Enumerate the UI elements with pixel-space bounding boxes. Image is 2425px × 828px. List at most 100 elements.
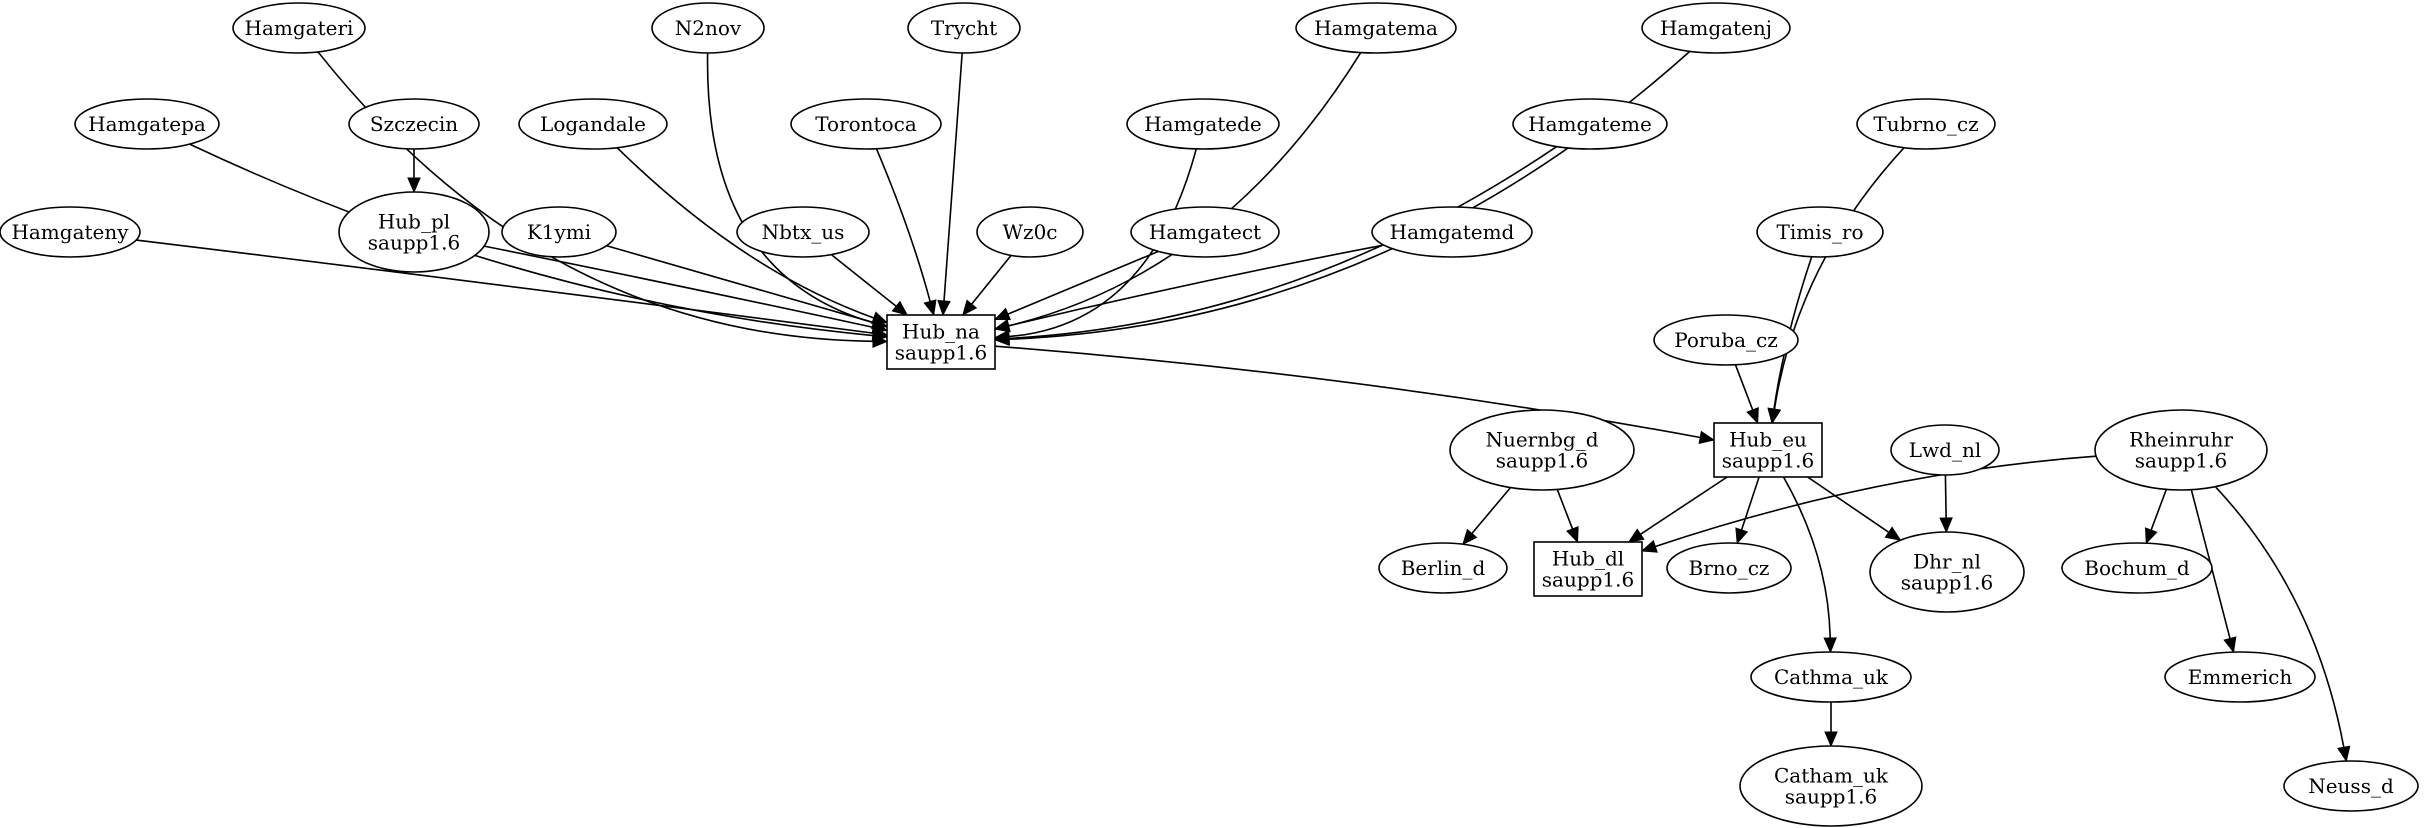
edge-line bbox=[1734, 364, 1754, 411]
edge-line bbox=[1471, 487, 1512, 535]
node-label: Tubrno_cz bbox=[1873, 112, 1978, 136]
ellipse-node-shape bbox=[1641, 2, 1791, 54]
ellipse-node-shape bbox=[2164, 651, 2316, 703]
ellipse-node-shape bbox=[1512, 98, 1668, 150]
node-hamgatemd[interactable]: Hamgatemd bbox=[1371, 206, 1533, 258]
node-label: Timis_ro bbox=[1777, 220, 1864, 244]
node-label: Hamgatema bbox=[1314, 16, 1438, 40]
node-label: Logandale bbox=[540, 112, 646, 136]
edge-torontoca-to-hub_na bbox=[875, 148, 937, 317]
ellipse-node-shape bbox=[976, 206, 1084, 258]
node-timis_ro[interactable]: Timis_ro bbox=[1756, 206, 1884, 258]
node-label: Szczecin bbox=[370, 112, 458, 136]
node-label: Hamgateme bbox=[1528, 112, 1652, 136]
node-hamgateri[interactable]: Hamgateri bbox=[232, 2, 366, 54]
edge-line bbox=[136, 239, 874, 334]
node-label: Bochum_d bbox=[2084, 556, 2190, 580]
ellipse-node-shape bbox=[518, 98, 668, 150]
ellipse-node-shape bbox=[0, 206, 141, 258]
arrowhead-icon bbox=[891, 300, 909, 316]
edge-line bbox=[875, 148, 931, 302]
arrowhead-icon bbox=[407, 177, 421, 194]
node-neuss_d[interactable]: Neuss_d bbox=[2283, 760, 2419, 812]
node-hamgateme[interactable]: Hamgateme bbox=[1512, 98, 1668, 150]
node-label: Brno_cz bbox=[1689, 556, 1770, 580]
node-logandale[interactable]: Logandale bbox=[518, 98, 668, 150]
node-hamgatede[interactable]: Hamgatede bbox=[1126, 98, 1280, 150]
edge-nuernbg_d-to-berlin_d bbox=[1462, 487, 1512, 546]
arrowhead-icon bbox=[1884, 526, 1902, 541]
edge-line bbox=[1008, 244, 1384, 327]
node-poruba_cz[interactable]: Poruba_cz bbox=[1653, 314, 1799, 366]
ellipse-node-shape bbox=[1856, 98, 1996, 150]
arrowhead-icon bbox=[962, 299, 978, 316]
ellipse-node-shape bbox=[1890, 424, 2000, 476]
edge-line bbox=[1807, 476, 1890, 533]
node-label: saupp1.6 bbox=[368, 231, 460, 255]
ellipse-node-shape bbox=[2061, 542, 2213, 594]
node-bochum_d[interactable]: Bochum_d bbox=[2061, 542, 2213, 594]
edge-n2nov-to-hub_na bbox=[706, 52, 889, 330]
node-nbtx_us[interactable]: Nbtx_us bbox=[736, 206, 870, 258]
node-label: Hamgateri bbox=[245, 16, 354, 40]
arrowhead-icon bbox=[1746, 407, 1759, 425]
node-berlin_d[interactable]: Berlin_d bbox=[1378, 542, 1508, 594]
arrowhead-icon bbox=[2337, 745, 2351, 763]
edge-line bbox=[2150, 489, 2168, 531]
node-hamgatema[interactable]: Hamgatema bbox=[1295, 2, 1457, 54]
edge-line bbox=[2214, 486, 2345, 748]
arrowhead-icon bbox=[1823, 637, 1837, 654]
node-label: Rheinruhr bbox=[2129, 428, 2233, 452]
node-hamgateny[interactable]: Hamgateny bbox=[0, 206, 141, 258]
node-hamgatenj[interactable]: Hamgatenj bbox=[1641, 2, 1791, 54]
node-cathma_uk[interactable]: Cathma_uk bbox=[1750, 651, 1912, 703]
node-tubrno_cz[interactable]: Tubrno_cz bbox=[1856, 98, 1996, 150]
node-label: saupp1.6 bbox=[1722, 449, 1814, 473]
edge-hub_eu-to-hub_dl bbox=[1627, 476, 1728, 543]
edge-cathma_uk-to-catham_uk bbox=[1824, 702, 1838, 748]
node-label: N2nov bbox=[675, 16, 742, 40]
node-szczecin[interactable]: Szczecin bbox=[348, 98, 480, 150]
box-node-shape bbox=[886, 314, 996, 370]
edge-line bbox=[1944, 474, 1947, 519]
node-n2nov[interactable]: N2nov bbox=[651, 2, 765, 54]
node-lwd_nl[interactable]: Lwd_nl bbox=[1890, 424, 2000, 476]
node-label: saupp1.6 bbox=[1901, 571, 1993, 595]
edge-line bbox=[1008, 52, 1362, 327]
arrowhead-icon bbox=[1939, 517, 1953, 534]
node-emmerich[interactable]: Emmerich bbox=[2164, 651, 2316, 703]
node-torontoca[interactable]: Torontoca bbox=[790, 98, 942, 150]
node-hamgatepa[interactable]: Hamgatepa bbox=[74, 98, 220, 150]
node-label: Trycht bbox=[931, 16, 997, 40]
edge-nuernbg_d-to-hub_dl bbox=[1556, 489, 1579, 544]
node-label: Hamgatemd bbox=[1390, 220, 1515, 244]
ellipse-node-shape bbox=[2094, 409, 2268, 491]
edge-line bbox=[971, 254, 1012, 305]
node-k1ymi[interactable]: K1ymi bbox=[501, 206, 617, 258]
node-label: Hamgatepa bbox=[88, 112, 206, 136]
edge-hamgatenj-to-hub_na bbox=[993, 50, 1691, 346]
ellipse-node-shape bbox=[790, 98, 942, 150]
node-hamgatect[interactable]: Hamgatect bbox=[1130, 206, 1280, 258]
node-brno_cz[interactable]: Brno_cz bbox=[1666, 542, 1792, 594]
edge-hamgatemd-to-hub_na bbox=[993, 244, 1384, 333]
edge-line bbox=[1008, 145, 1558, 340]
box-node-shape bbox=[1713, 422, 1823, 478]
node-wz0c[interactable]: Wz0c bbox=[976, 206, 1084, 258]
arrowhead-icon bbox=[993, 319, 1011, 333]
node-label: Torontoca bbox=[815, 112, 917, 136]
edge-rheinruhr-to-bochum_d bbox=[2144, 489, 2168, 545]
ellipse-node-shape bbox=[907, 2, 1021, 54]
ellipse-node-shape bbox=[501, 206, 617, 258]
node-trycht[interactable]: Trycht bbox=[907, 2, 1021, 54]
ellipse-node-shape bbox=[1869, 531, 2025, 613]
node-label: saupp1.6 bbox=[1785, 785, 1877, 809]
